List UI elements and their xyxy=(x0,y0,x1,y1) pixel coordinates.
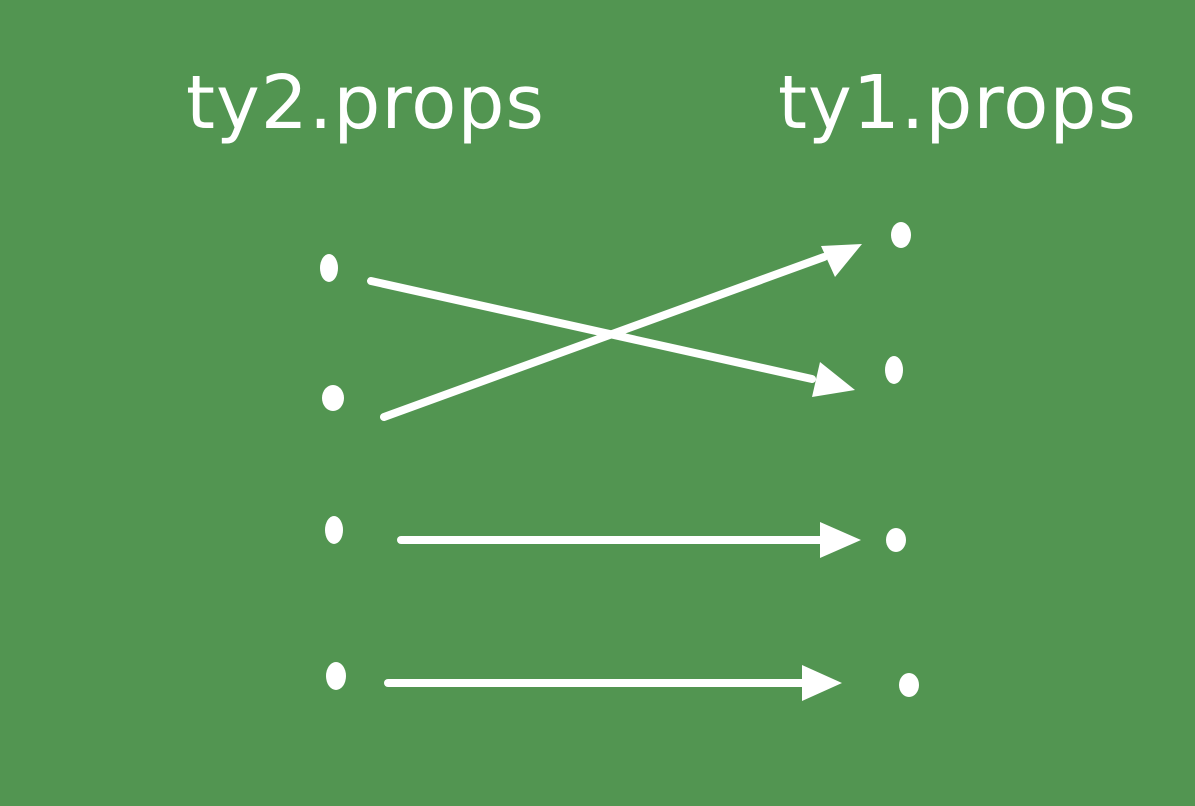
left-dot-2 xyxy=(322,385,344,411)
left-title: ty2.props xyxy=(186,60,545,146)
right-dot-4 xyxy=(899,673,919,697)
arrow-1-to-2-head xyxy=(812,362,855,397)
arrow-1-to-2-line xyxy=(367,277,816,383)
right-title: ty1.props xyxy=(778,60,1137,146)
arrow-2-to-1-line xyxy=(380,253,828,421)
left-dot-1 xyxy=(320,254,338,282)
right-dots xyxy=(885,222,919,697)
arrow-4-to-4-head xyxy=(802,665,842,701)
arrow-2-to-1-head xyxy=(821,244,862,277)
left-dot-4 xyxy=(326,662,346,690)
right-dot-1 xyxy=(891,222,911,248)
right-dot-3 xyxy=(886,528,906,552)
arrowheads xyxy=(802,244,862,701)
arrows xyxy=(367,253,830,687)
left-dots xyxy=(320,254,346,690)
right-dot-2 xyxy=(885,356,903,384)
left-dot-3 xyxy=(325,516,343,544)
arrow-3-to-3-head xyxy=(820,522,861,558)
